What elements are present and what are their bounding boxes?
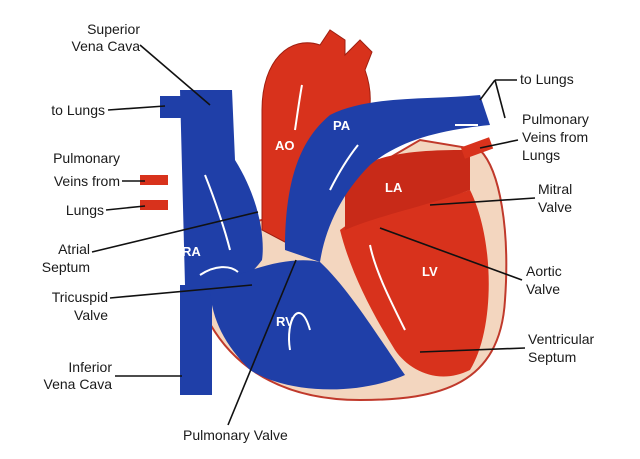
label-pulmonary-valve: Pulmonary Valve — [183, 427, 288, 443]
leader-lines — [91, 44, 536, 426]
label-inferior-vena-cava-1: Inferior — [68, 359, 112, 375]
label-pulmonary-veins-right-2: Veins from — [522, 129, 588, 145]
label-ventricular-septum-1: Ventricular — [528, 331, 594, 347]
label-aortic-valve-1: Aortic — [526, 263, 562, 279]
left-pulmonary-branch — [160, 96, 186, 118]
label-to-lungs-right: to Lungs — [520, 71, 574, 87]
chamber-label-ra: RA — [182, 244, 201, 259]
label-inferior-vena-cava-2: Vena Cava — [44, 376, 113, 392]
right-atrium — [180, 90, 263, 290]
chamber-label-lv: LV — [422, 264, 438, 279]
label-superior-vena-cava-1: Superior — [87, 21, 140, 37]
label-aortic-valve-2: Valve — [526, 281, 560, 297]
label-pulmonary-veins-left-1: Pulmonary — [53, 150, 120, 166]
label-mitral-valve-2: Valve — [538, 199, 572, 215]
label-mitral-valve-1: Mitral — [538, 181, 572, 197]
chamber-label-rv: RV — [276, 314, 294, 329]
label-tricuspid-valve-2: Valve — [74, 307, 108, 323]
label-atrial-septum-1: Atrial — [58, 241, 90, 257]
label-to-lungs-left: to Lungs — [51, 102, 105, 118]
inferior-vena-cava-vessel — [180, 285, 212, 395]
label-pulmonary-veins-left-2: Veins from — [54, 173, 120, 189]
label-ventricular-septum-2: Septum — [528, 349, 576, 365]
label-atrial-septum-2: Septum — [42, 259, 90, 275]
pulmonary-artery — [285, 95, 490, 262]
chamber-label-la: LA — [385, 180, 403, 195]
right-pulmonary-veins — [460, 137, 494, 159]
label-pulmonary-veins-right-3: Lungs — [522, 147, 560, 163]
left-ventricle — [340, 190, 489, 377]
chamber-label-pa: PA — [333, 118, 351, 133]
left-pulmonary-veins-2 — [140, 200, 168, 210]
flow-arrows — [199, 84, 478, 351]
label-pulmonary-veins-left-3: Lungs — [66, 202, 104, 218]
chamber-label-ao: AO — [275, 138, 295, 153]
left-atrium — [345, 150, 470, 230]
label-superior-vena-cava-2: Vena Cava — [72, 38, 141, 54]
label-tricuspid-valve-1: Tricuspid — [52, 289, 108, 305]
label-pulmonary-veins-right-1: Pulmonary — [522, 111, 589, 127]
left-pulmonary-veins — [140, 175, 168, 185]
